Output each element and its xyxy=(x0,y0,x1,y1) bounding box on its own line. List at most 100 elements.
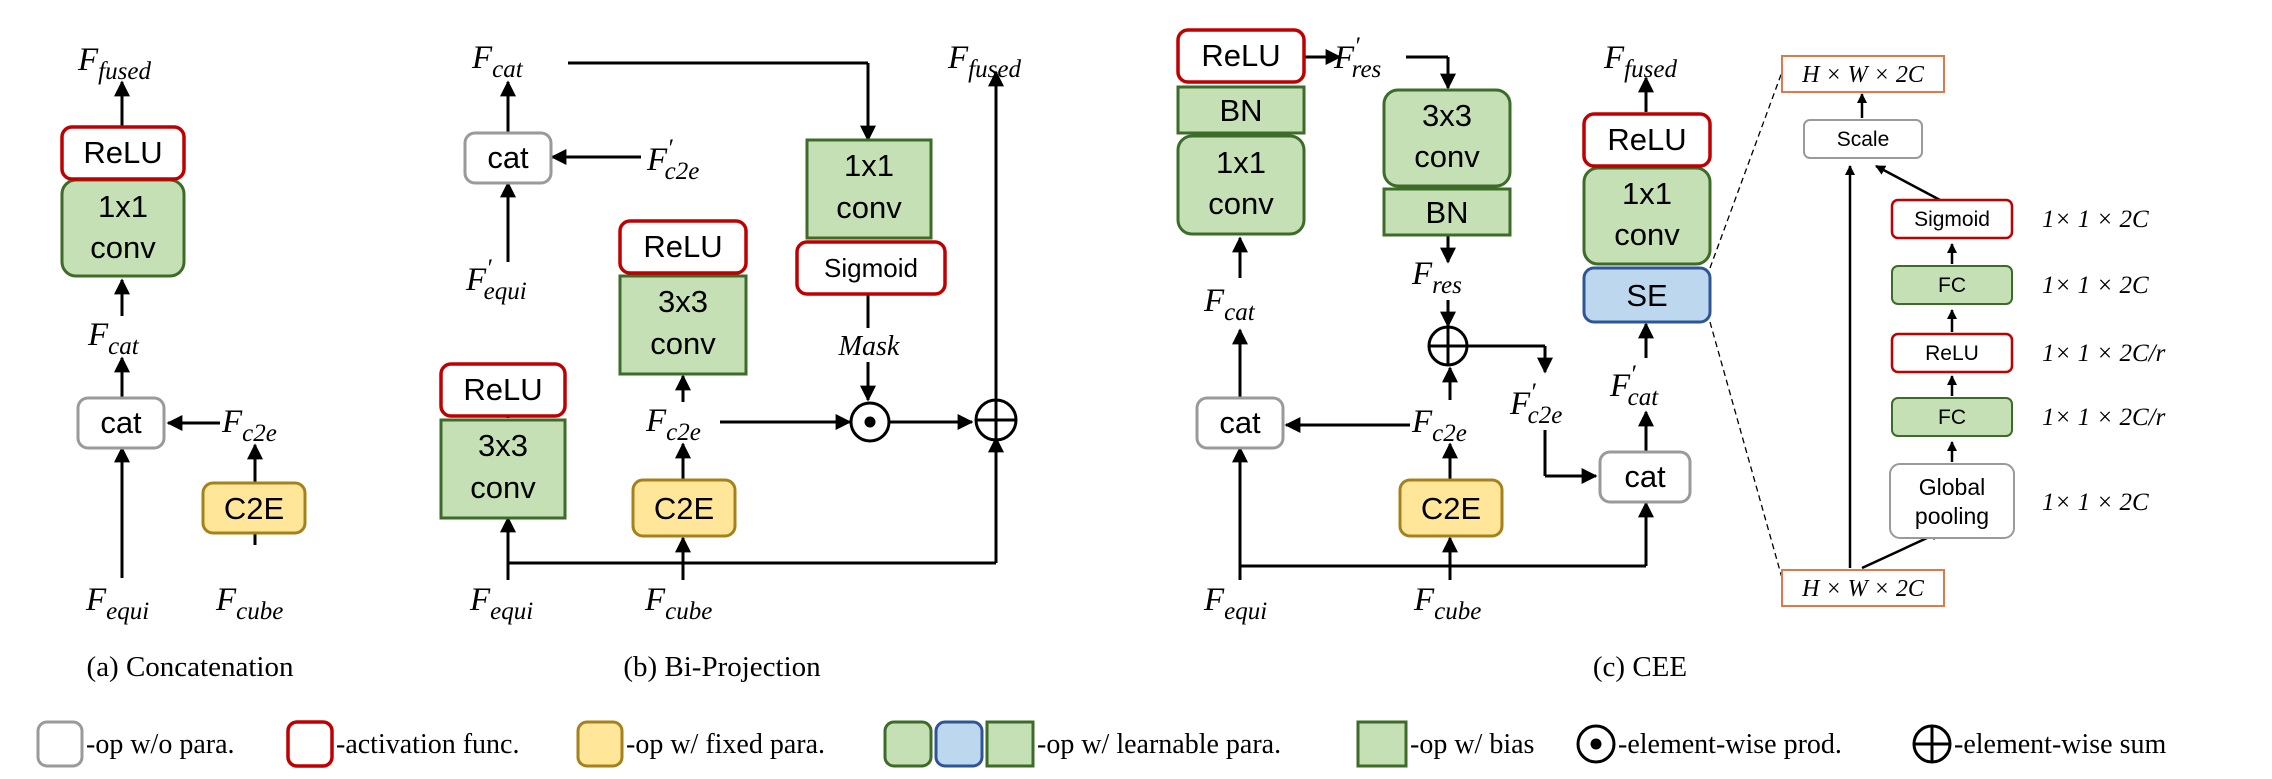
conv3x3-box xyxy=(439,418,567,520)
cat-right-label: cat xyxy=(1624,459,1666,494)
panel-bi-projection: 3x3 conv ReLU cat 3x3 conv ReLU C2E 1x1 … xyxy=(439,40,1021,683)
se-fc-lower-box xyxy=(1891,397,2013,437)
legend: -op w/o para. -activation func. -op w/ f… xyxy=(36,720,2166,768)
c2e-box xyxy=(201,481,307,535)
legend-no-param: -op w/o para. xyxy=(86,729,235,760)
conv1x1-bottom-label: conv xyxy=(1208,186,1274,221)
caption-b: (b) Bi-Projection xyxy=(623,651,821,683)
input-dim-label: H × W × 2C xyxy=(1801,576,1925,602)
relu-label: ReLU xyxy=(463,372,542,407)
conv3x3-top-label: 3x3 xyxy=(478,428,528,463)
c2e-label: C2E xyxy=(1421,491,1481,526)
relu-box xyxy=(60,125,186,181)
se-fc-upper-label: FC xyxy=(1938,274,1966,297)
label-f-fused: Ffused xyxy=(1603,40,1677,83)
mask-label-bg xyxy=(826,330,912,360)
conv1x1-top-label: 1x1 xyxy=(98,189,148,224)
dim-relu: 1× 1 × 2C/r xyxy=(2042,340,2166,367)
label-f-cat: Fcat xyxy=(1203,283,1256,326)
conv1x1-top-label: 1x1 xyxy=(844,148,894,183)
cat-box xyxy=(1195,396,1285,450)
relu-c2e-box xyxy=(618,219,748,275)
se-box xyxy=(1582,266,1712,324)
conv3x3-bottom-label: conv xyxy=(1414,139,1480,174)
legend-sum: -element-wise sum xyxy=(1954,729,2166,760)
label-f-c2e: Fc2e xyxy=(221,404,277,447)
mask-label: Mask xyxy=(838,331,900,362)
cat-right-box xyxy=(1598,450,1692,504)
conv1x1-top-label: 1x1 xyxy=(1216,145,1266,180)
label-f-res: Fres xyxy=(1411,256,1462,299)
cat-box xyxy=(76,396,166,450)
global-pooling-top-label: Global xyxy=(1919,474,1985,500)
output-dim-box xyxy=(1781,55,1945,93)
legend-bias: -op w/ bias xyxy=(1410,729,1534,760)
output-dim-label: H × W × 2C xyxy=(1801,62,1925,88)
legend-swatch-learnable-green xyxy=(985,720,1035,768)
relu-label: ReLU xyxy=(83,135,162,170)
relu-box xyxy=(439,362,567,418)
legend-swatch-fixed xyxy=(576,720,624,768)
dim-fc-lower: 1× 1 × 2C/r xyxy=(2042,404,2166,431)
input-dim-box xyxy=(1781,569,1945,607)
conv3x3-c2e-top-label: 3x3 xyxy=(658,284,708,319)
cat-label: cat xyxy=(1219,405,1261,440)
se-detail-panel: H × W × 2C H × W × 2C Scale Sigmoid FC R… xyxy=(1709,55,2166,607)
bn-label: BN xyxy=(1219,93,1262,128)
legend-learnable: -op w/ learnable para. xyxy=(1037,729,1281,760)
zoom-line-top xyxy=(1709,71,1783,269)
label-f-equi-prime: F′equi xyxy=(465,255,527,305)
label-f-equi: Fequi xyxy=(85,582,149,625)
label-f-cat-prime: F′cat xyxy=(1609,361,1659,411)
legend-prod: -element-wise prod. xyxy=(1618,729,1842,760)
bn-res-box xyxy=(1382,187,1512,237)
legend-swatch-activation xyxy=(286,720,334,768)
conv1x1-right-box xyxy=(1582,166,1712,266)
se-sigmoid-label: Sigmoid xyxy=(1914,208,1990,231)
conv1x1-box xyxy=(1176,134,1306,236)
bn-res-label: BN xyxy=(1425,195,1468,230)
legend-fixed: -op w/ fixed para. xyxy=(626,729,825,760)
bn-box xyxy=(1176,85,1306,135)
conv3x3-box xyxy=(1382,88,1512,188)
conv1x1-box xyxy=(805,138,933,240)
label-f-c2e: Fc2e xyxy=(645,403,701,446)
se-label: SE xyxy=(1626,278,1667,313)
se-fc-upper-box xyxy=(1891,265,2013,305)
conv3x3-c2e-box xyxy=(618,274,748,376)
legend-swatch-bias xyxy=(1356,720,1408,768)
conv3x3-bottom-label: conv xyxy=(470,470,536,505)
label-f-c2e-prime: F′c2e xyxy=(1509,379,1562,429)
se-fc-lower-label: FC xyxy=(1938,406,1966,429)
circle-dot-icon-center xyxy=(1590,738,1602,750)
legend-activation: -activation func. xyxy=(336,729,519,760)
label-f-cube: Fcube xyxy=(215,582,283,625)
c2e-label: C2E xyxy=(224,491,284,526)
label-f-cat: Fcat xyxy=(87,317,140,360)
se-relu-box xyxy=(1890,332,2014,374)
legend-swatch-learnable-green-rounded xyxy=(883,720,933,768)
label-f-fused: Ffused xyxy=(77,42,151,85)
relu-c2e-label: ReLU xyxy=(643,229,722,264)
label-f-fused: Ffused xyxy=(947,40,1021,83)
scale-box xyxy=(1803,119,1923,159)
label-f-c2e: Fc2e xyxy=(1411,404,1467,447)
panel-cee: 1x1 conv BN ReLU cat 3x3 conv BN C2E cat… xyxy=(1176,28,1712,683)
label-f-cube: Fcube xyxy=(644,582,712,625)
se-sigmoid-box xyxy=(1890,198,2014,240)
relu-right-box xyxy=(1582,112,1712,168)
legend-swatch-no-param xyxy=(36,720,84,768)
dim-pooling: 1× 1 × 2C xyxy=(2042,489,2149,516)
global-pooling-box xyxy=(1889,463,2015,539)
dim-fc-upper: 1× 1 × 2C xyxy=(2042,272,2149,299)
c2e-box xyxy=(631,478,737,538)
label-f-equi: Fequi xyxy=(469,582,533,625)
conv3x3-top-label: 3x3 xyxy=(1422,98,1472,133)
label-f-equi: Fequi xyxy=(1203,582,1267,625)
conv1x1-bottom-label: conv xyxy=(836,190,902,225)
se-relu-label: ReLU xyxy=(1925,342,1979,365)
legend-swatch-learnable-blue xyxy=(934,720,984,768)
c2e-box xyxy=(1398,478,1504,538)
